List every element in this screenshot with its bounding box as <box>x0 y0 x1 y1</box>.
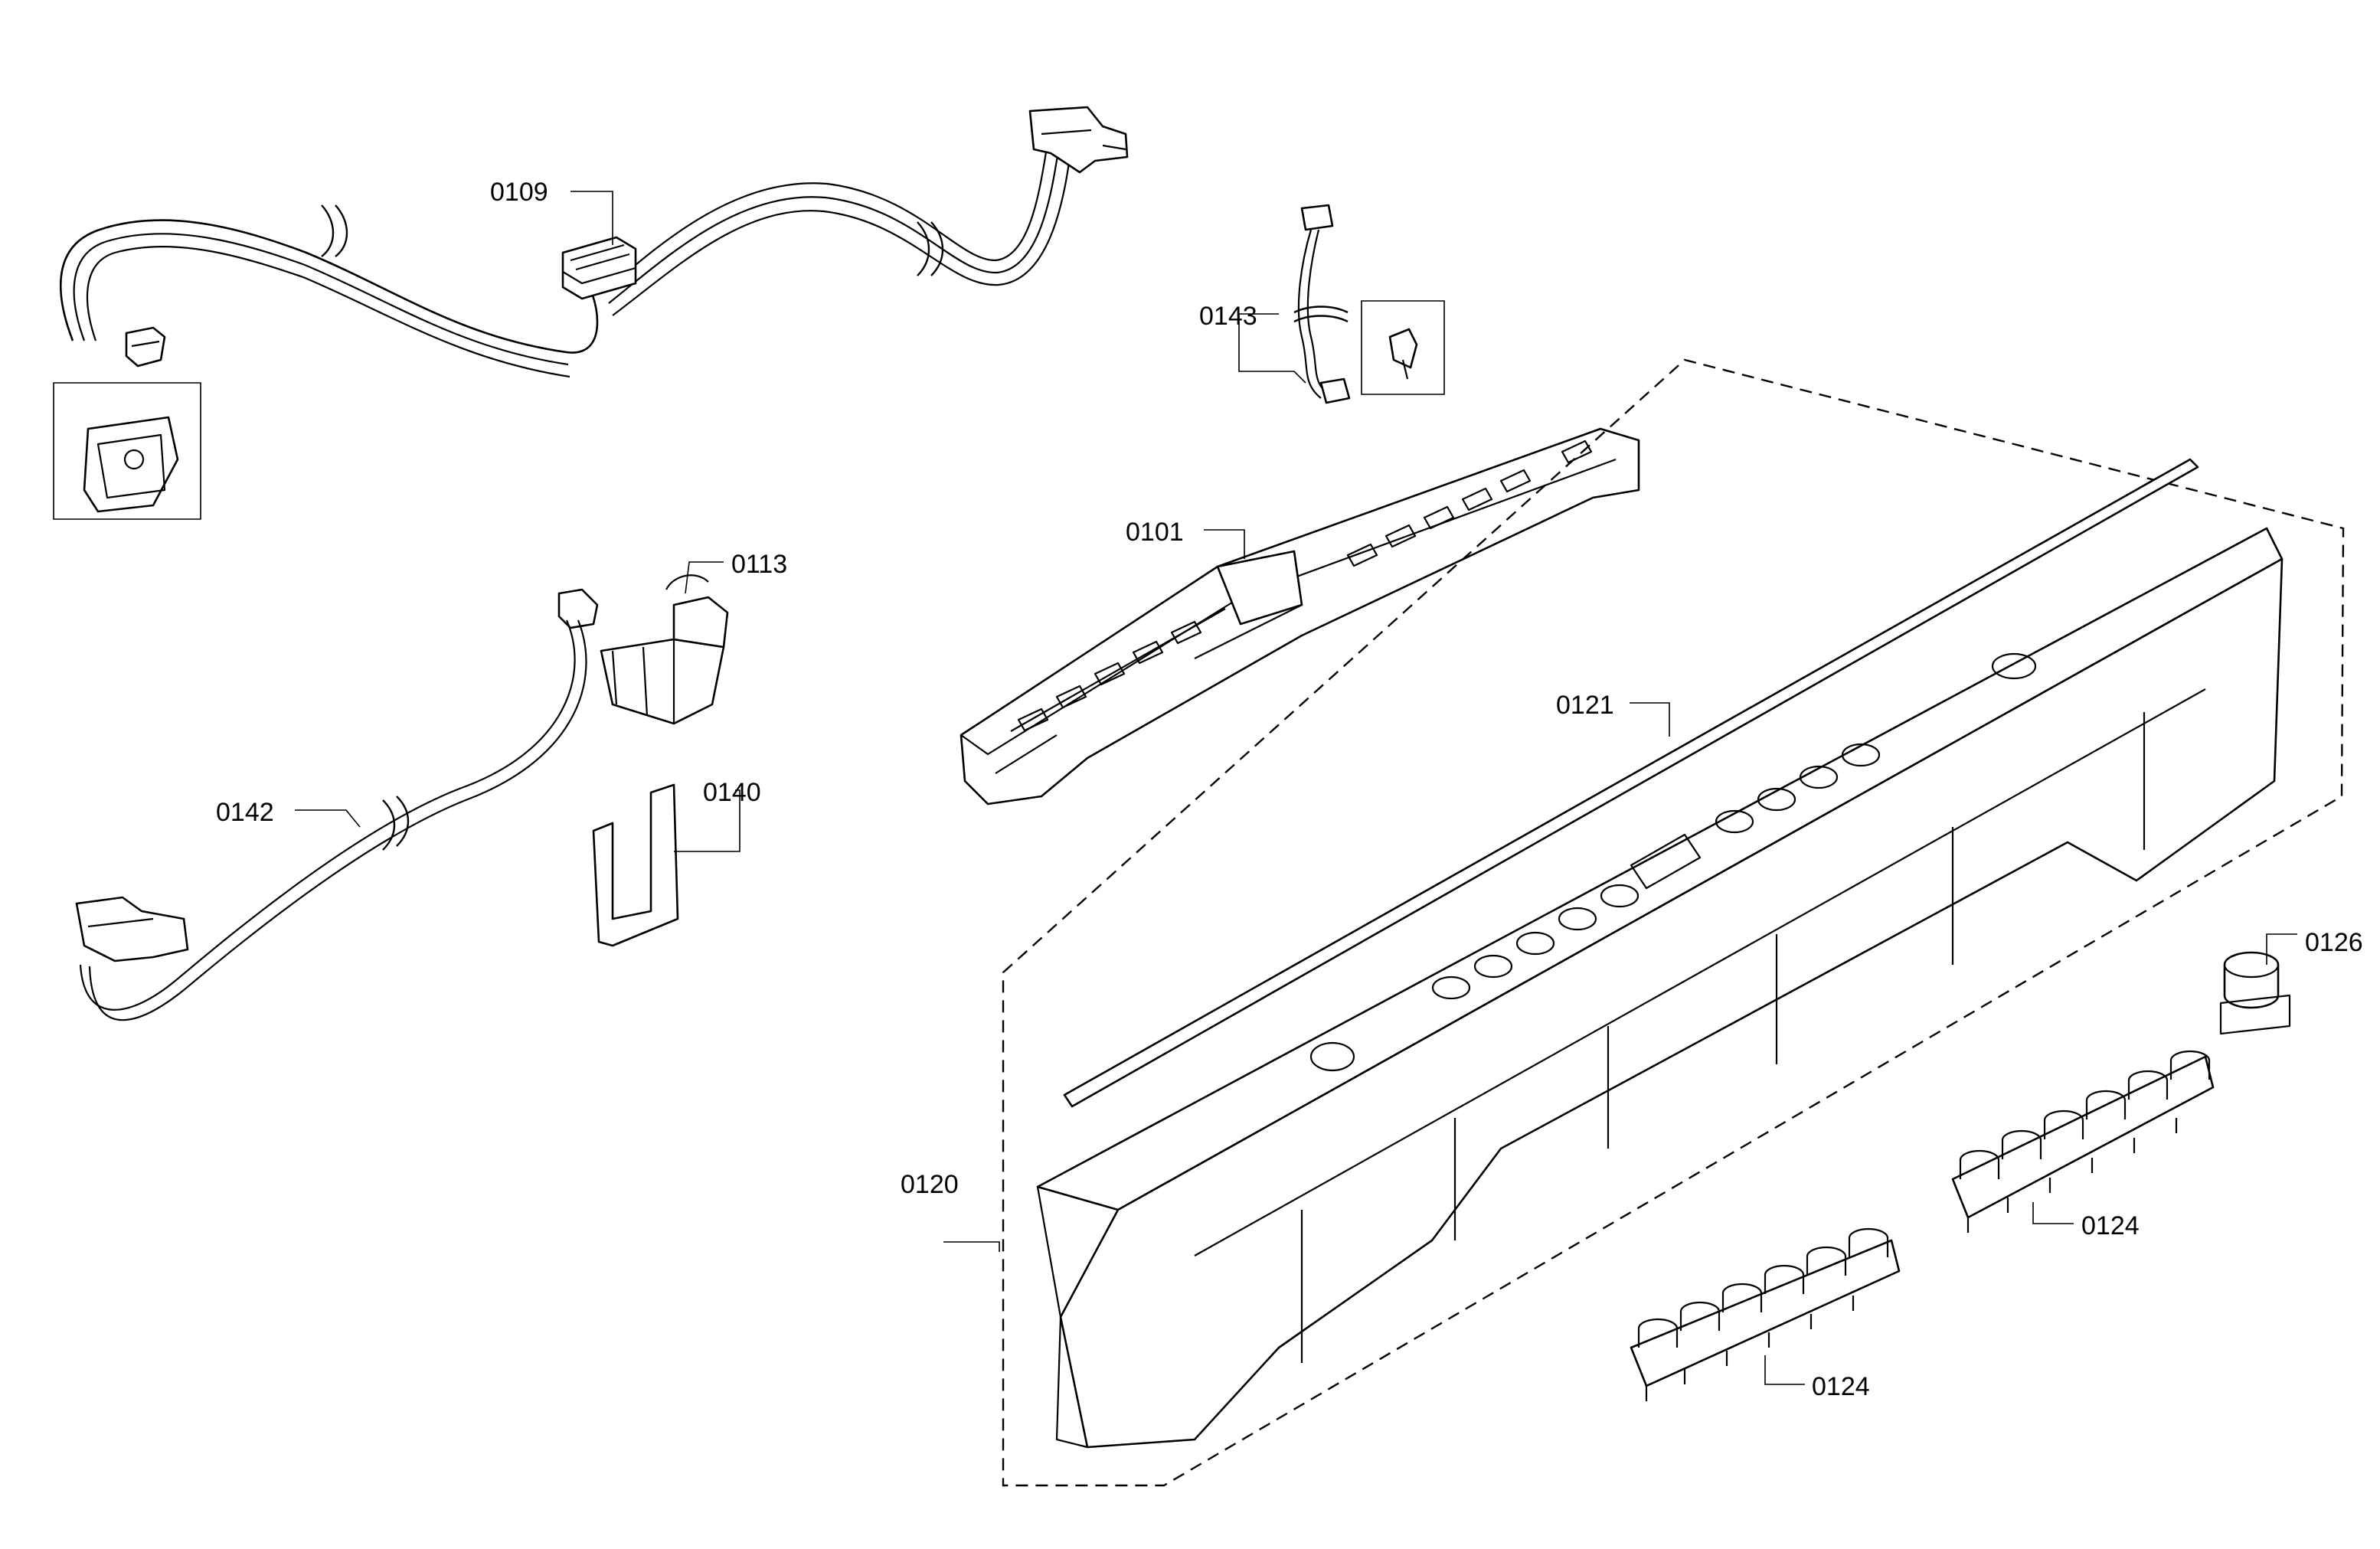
callout-0121: 0121 <box>1556 691 1614 720</box>
switch-0113[interactable] <box>600 574 729 725</box>
panel-button-holes <box>1309 652 2037 1072</box>
assembly-group-boundary <box>1002 358 2345 1487</box>
callout-0124-upper: 0124 <box>2081 1211 2140 1240</box>
control-panel-0120[interactable] <box>1036 527 2284 1449</box>
module-buttons-row <box>1017 440 1593 732</box>
inset-module-box <box>53 382 201 520</box>
callout-0140: 0140 <box>703 778 761 807</box>
leader-lines <box>295 191 2297 1385</box>
gasket-0140[interactable] <box>592 783 679 947</box>
callout-0120: 0120 <box>901 1170 959 1199</box>
callout-0124-lower: 0124 <box>1812 1372 1870 1401</box>
control-module-0101[interactable] <box>960 427 1640 806</box>
callout-0142: 0142 <box>216 798 274 827</box>
callout-labels: 0109 0143 0101 0113 0121 0142 0140 0126 … <box>216 178 2363 1401</box>
callout-0113: 0113 <box>731 550 787 579</box>
button-0126[interactable] <box>2219 951 2291 1035</box>
cable-0143[interactable] <box>1293 204 1445 404</box>
callout-0109: 0109 <box>490 178 548 207</box>
callout-0101: 0101 <box>1126 518 1184 547</box>
button-strip-0124-upper[interactable] <box>1951 1050 2215 1233</box>
button-strip-0124-lower[interactable] <box>1630 1227 1901 1401</box>
cable-0142[interactable] <box>75 588 599 1021</box>
trim-strip-0121[interactable] <box>1063 458 2199 1108</box>
wire-harness-0109[interactable] <box>60 106 1129 378</box>
callout-0143: 0143 <box>1199 302 1257 331</box>
callout-0126: 0126 <box>2305 928 2363 957</box>
